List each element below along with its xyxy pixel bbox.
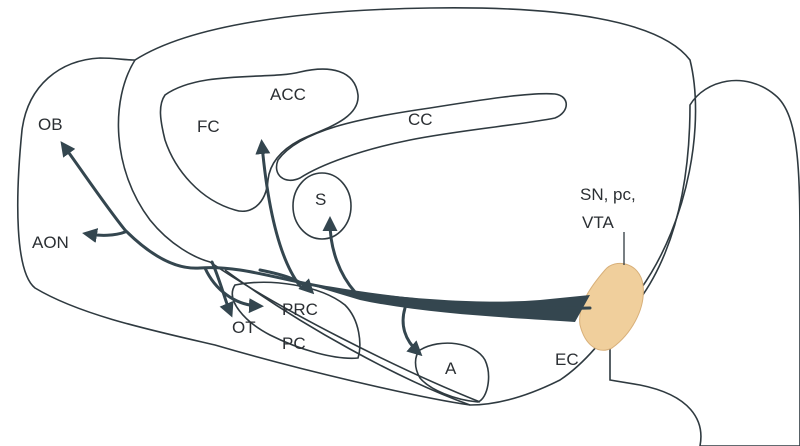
tract-to-s	[330, 222, 355, 292]
corpus-callosum	[277, 94, 567, 181]
label-a: A	[445, 359, 457, 378]
olfactory-bulb-boundary	[118, 60, 210, 262]
tract-to-a	[403, 308, 418, 352]
brainstem	[610, 81, 800, 446]
tract-to-aon	[88, 232, 125, 235]
label-aon: AON	[32, 233, 69, 252]
label-prc: PRC	[282, 300, 318, 319]
label-sn-line2: VTA	[582, 213, 614, 232]
tract-to-ob	[64, 146, 125, 230]
label-pc: PC	[282, 334, 306, 353]
label-fc: FC	[197, 117, 220, 136]
label-ob: OB	[38, 115, 63, 134]
label-ec: EC	[555, 350, 579, 369]
frontal-cortex-region	[160, 69, 358, 211]
label-ot: OT	[232, 318, 256, 337]
label-s: S	[315, 190, 326, 209]
label-acc: ACC	[270, 85, 306, 104]
label-cc: CC	[408, 110, 433, 129]
label-sn-line1: SN, pc,	[580, 185, 636, 204]
